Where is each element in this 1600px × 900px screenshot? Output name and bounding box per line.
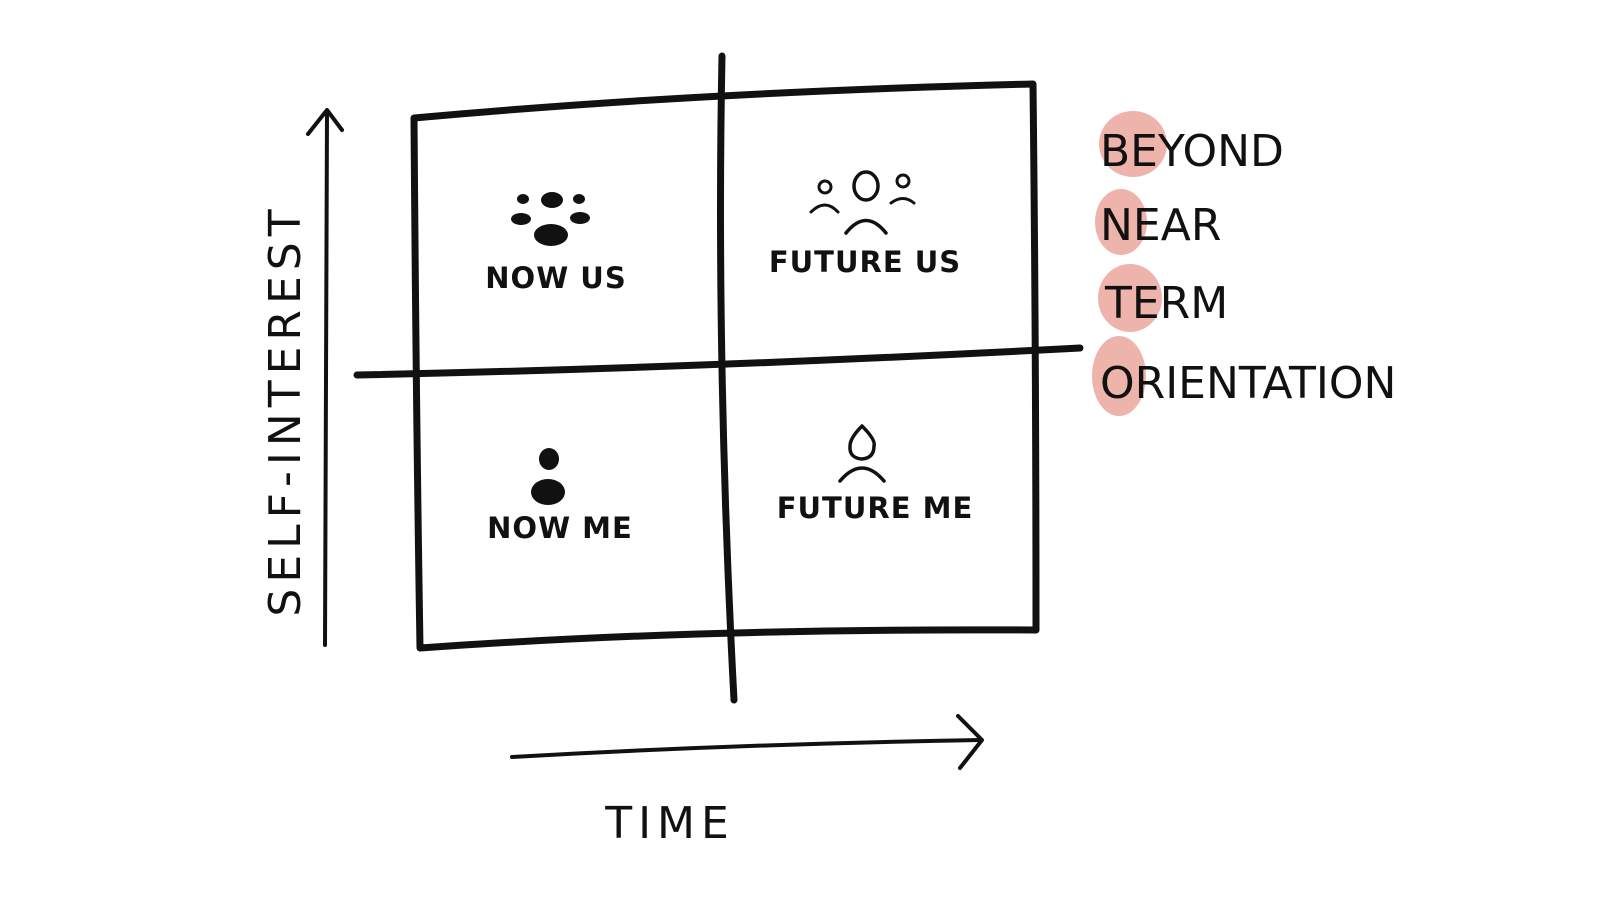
vertical-divider (717, 52, 738, 704)
acronym-highlights (1092, 111, 1167, 416)
acronym-word-term: TERM (1104, 278, 1228, 329)
horizontal-divider (353, 344, 1084, 379)
y-axis-arrow (306, 108, 344, 647)
x-axis-arrow (510, 714, 984, 770)
acronym-word-near: NEAR (1100, 200, 1221, 251)
quadrant-label-future-me: FUTURE ME (777, 491, 974, 525)
acronym-word-beyond: BEYOND (1100, 126, 1284, 177)
quadrant-label-now-us: NOW US (485, 261, 626, 295)
group-icon (511, 192, 590, 246)
quadrant-label-future-us: FUTURE US (769, 245, 961, 279)
y-axis-label: SELF-INTEREST (260, 203, 311, 616)
quadrant-label-now-me: NOW ME (487, 511, 633, 545)
quadrant-frame (410, 80, 1040, 652)
acronym-word-orientation: ORIENTATION (1100, 358, 1396, 409)
x-axis-label: TIME (604, 798, 735, 849)
future-person-icon (838, 424, 886, 483)
future-group-icon (809, 170, 916, 235)
person-icon (531, 448, 565, 505)
